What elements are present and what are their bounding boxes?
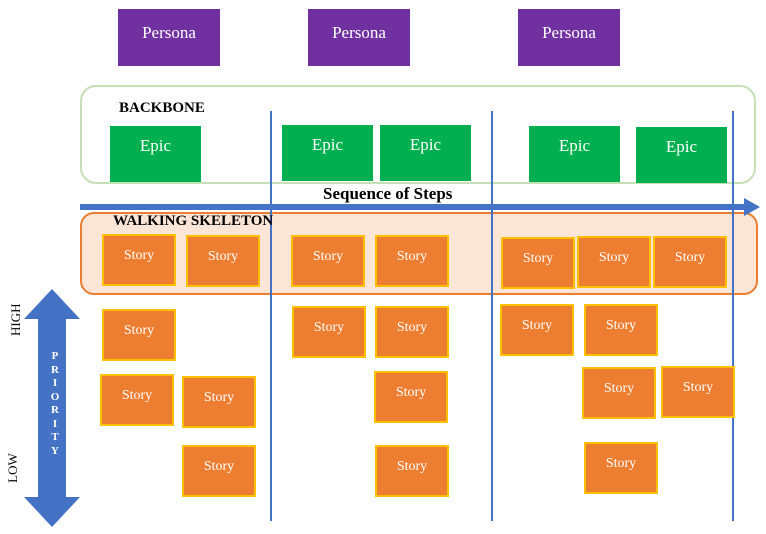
priority-low-label: LOW	[5, 453, 20, 483]
persona-card: Persona	[308, 9, 410, 66]
epic-card: Epic	[380, 125, 471, 181]
story-card: Story	[102, 234, 176, 286]
column-divider	[270, 111, 272, 521]
column-divider	[491, 111, 493, 521]
priority-high-label: HIGH	[8, 303, 23, 337]
epic-card: Epic	[636, 127, 727, 183]
story-card: Story	[292, 306, 366, 358]
story-card: Story	[100, 374, 174, 426]
sequence-arrow	[80, 198, 760, 216]
story-card: Story	[653, 236, 727, 288]
epic-card: Epic	[110, 126, 201, 182]
persona-card: Persona	[118, 9, 220, 66]
story-card: Story	[374, 371, 448, 423]
priority-letter: I	[52, 377, 58, 389]
story-card: Story	[584, 442, 658, 494]
story-card: Story	[582, 367, 656, 419]
backbone-label: BACKBONE	[119, 100, 205, 116]
story-card: Story	[186, 235, 260, 287]
column-divider	[732, 111, 734, 521]
story-card: Story	[500, 304, 574, 356]
story-card: Story	[375, 445, 449, 497]
story-card: Story	[182, 445, 256, 497]
story-card: Story	[661, 366, 735, 418]
persona-card: Persona	[518, 9, 620, 66]
story-card: Story	[501, 237, 575, 289]
story-card: Story	[102, 309, 176, 361]
sequence-label: Sequence of Steps	[323, 184, 453, 203]
priority-letter: T	[51, 431, 59, 443]
story-card: Story	[577, 236, 651, 288]
priority-letter: R	[51, 404, 59, 416]
priority-letter: P	[51, 350, 59, 362]
story-card: Story	[584, 304, 658, 356]
epic-card: Epic	[282, 125, 373, 181]
story-card: Story	[375, 306, 449, 358]
priority-letter: I	[52, 417, 58, 430]
priority-arrow	[24, 289, 80, 527]
story-card: Story	[375, 235, 449, 287]
story-card: Story	[291, 235, 365, 287]
priority-letter: O	[50, 390, 60, 403]
story-card: Story	[182, 376, 256, 428]
priority-letter: Y	[51, 444, 59, 457]
walking-skeleton-label: WALKING SKELETON	[113, 213, 274, 229]
epic-card: Epic	[529, 126, 620, 182]
priority-letter: R	[51, 363, 59, 376]
